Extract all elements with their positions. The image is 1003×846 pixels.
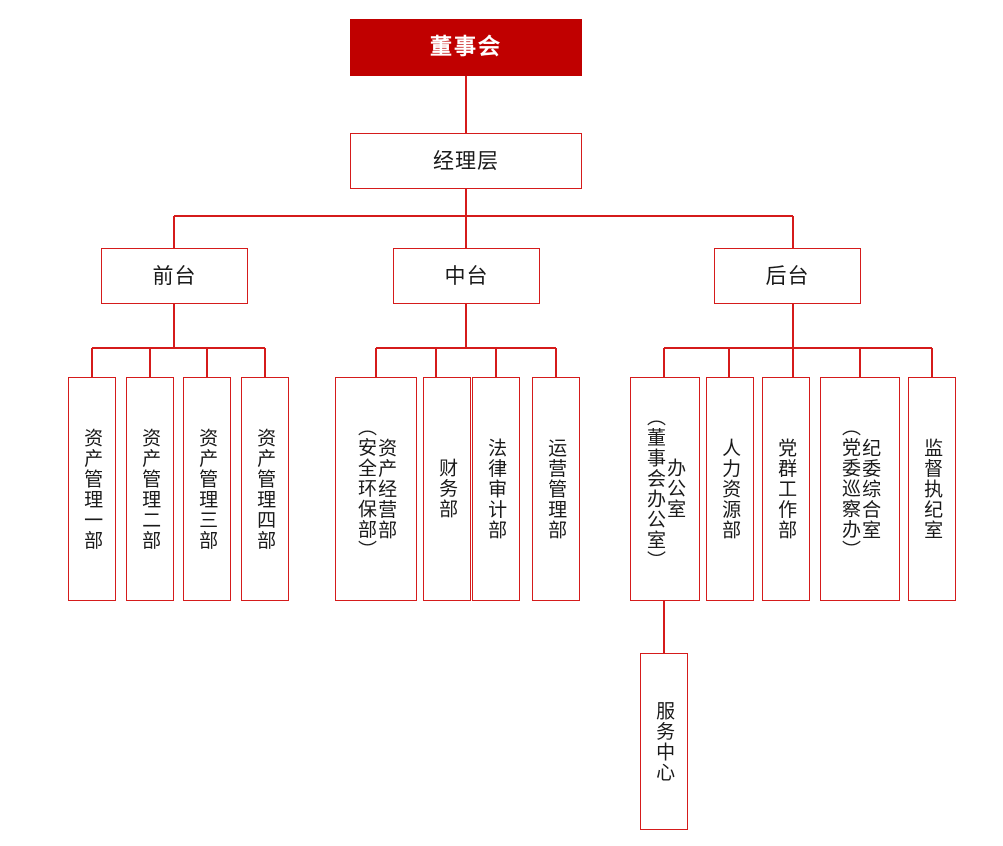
node-finance-dept[interactable]: 财务部 — [423, 377, 471, 601]
node-party-mass-work-dept[interactable]: 党群工作部 — [762, 377, 810, 601]
vertical-text-wrap: （董事会办公室） 办公室 — [644, 387, 687, 591]
node-supervision-enforcement-office[interactable]: 监督执纪室 — [908, 377, 956, 601]
node-asset-management-dept-1[interactable]: 资产管理一部 — [68, 377, 116, 601]
vertical-text-wrap: 财务部 — [436, 387, 459, 591]
node-label: 资产管理二部 — [139, 427, 162, 551]
node-label: 人力资源部 — [719, 437, 742, 541]
vertical-text-wrap: 监督执纪室 — [921, 387, 944, 591]
node-label: 财务部 — [436, 458, 459, 520]
node-label: 纪委综合室 — [859, 437, 882, 541]
node-label-secondary: （安全环保部） — [355, 417, 377, 561]
vertical-text-wrap: 法律审计部 — [485, 387, 508, 591]
node-asset-operation-dept[interactable]: （安全环保部） 资产经营部 — [335, 377, 417, 601]
node-asset-management-dept-3[interactable]: 资产管理三部 — [183, 377, 231, 601]
vertical-text-wrap: 人力资源部 — [719, 387, 742, 591]
node-discipline-committee-office[interactable]: （党委巡察办） 纪委综合室 — [820, 377, 900, 601]
node-management-label: 经理层 — [433, 148, 499, 173]
node-label: 办公室 — [664, 458, 687, 520]
node-middle-office[interactable]: 中台 — [393, 248, 540, 304]
node-human-resources-dept[interactable]: 人力资源部 — [706, 377, 754, 601]
node-board-label: 董事会 — [429, 34, 502, 60]
vertical-text-wrap: （党委巡察办） 纪委综合室 — [839, 387, 882, 591]
node-label-secondary: （党委巡察办） — [839, 417, 861, 561]
vertical-text-wrap: 资产管理四部 — [254, 387, 277, 591]
node-front-office[interactable]: 前台 — [101, 248, 248, 304]
vertical-text-wrap: 资产管理三部 — [196, 387, 219, 591]
node-asset-management-dept-4[interactable]: 资产管理四部 — [241, 377, 289, 601]
vertical-text-wrap: 资产管理一部 — [81, 387, 104, 591]
node-label: 监督执纪室 — [921, 437, 944, 541]
vertical-text-wrap: （安全环保部） 资产经营部 — [355, 387, 398, 591]
node-back-office[interactable]: 后台 — [714, 248, 861, 304]
node-operation-management-dept[interactable]: 运营管理部 — [532, 377, 580, 601]
node-label: 资产管理四部 — [254, 427, 277, 551]
node-label: 法律审计部 — [485, 437, 508, 541]
node-middle-office-label: 中台 — [444, 263, 489, 288]
vertical-text-wrap: 资产管理二部 — [139, 387, 162, 591]
node-board[interactable]: 董事会 — [350, 19, 582, 76]
vertical-text-wrap: 服务中心 — [653, 663, 676, 820]
node-legal-audit-dept[interactable]: 法律审计部 — [472, 377, 520, 601]
node-back-office-label: 后台 — [765, 263, 810, 288]
node-label: 资产经营部 — [375, 437, 398, 541]
node-label: 党群工作部 — [775, 437, 798, 541]
node-label: 资产管理一部 — [81, 427, 104, 551]
vertical-text-wrap: 运营管理部 — [545, 387, 568, 591]
node-service-center[interactable]: 服务中心 — [640, 653, 688, 830]
node-label-secondary: （董事会办公室） — [644, 407, 666, 571]
node-general-office[interactable]: （董事会办公室） 办公室 — [630, 377, 700, 601]
node-label: 服务中心 — [653, 700, 676, 783]
node-front-office-label: 前台 — [152, 263, 197, 288]
vertical-text-wrap: 党群工作部 — [775, 387, 798, 591]
node-asset-management-dept-2[interactable]: 资产管理二部 — [126, 377, 174, 601]
node-label: 运营管理部 — [545, 437, 568, 541]
node-label: 资产管理三部 — [196, 427, 219, 551]
node-management[interactable]: 经理层 — [350, 133, 582, 189]
